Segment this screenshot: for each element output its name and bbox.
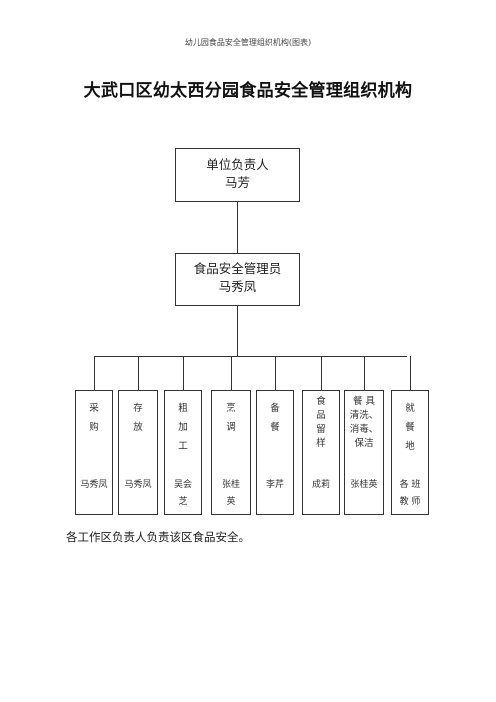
top-leader-box: 单位负责人 马芳 [175, 148, 300, 202]
top-leader-role: 单位负责人 [206, 157, 269, 172]
connector-department-8 [410, 356, 411, 390]
connector-department-3 [183, 356, 184, 390]
department-role: 备 餐 [270, 403, 280, 433]
connector-department-6 [321, 356, 322, 390]
connector-department-2 [138, 356, 139, 390]
manager-box: 食品安全管理员 马秀凤 [175, 253, 300, 306]
department-box-3: 粗 加 工吴会 芝 [164, 390, 202, 515]
connector-department-7 [364, 356, 365, 390]
manager-role: 食品安全管理员 [193, 261, 282, 276]
connector-department-4 [231, 356, 232, 390]
department-person: 吴会 芝 [173, 480, 192, 507]
department-box-7: 餐 具 清洗、 消毒、 保洁张桂英 [344, 390, 384, 515]
department-person: 成莉 [311, 480, 330, 490]
department-role: 就 餐 地 [405, 403, 415, 452]
department-person: 各 班 教 师 [399, 480, 421, 507]
connector-manager-to-bus [237, 306, 238, 356]
connector-top-to-manager [237, 202, 238, 253]
horizontal-bus-line [94, 356, 407, 357]
department-box-4: 烹 调张桂 英 [211, 390, 251, 515]
department-person: 李芹 [265, 480, 284, 490]
department-person: 张桂英 [350, 480, 378, 490]
department-box-8: 就 餐 地各 班 教 师 [391, 390, 429, 515]
department-person: 张桂 英 [221, 480, 240, 507]
department-box-5: 备 餐李芹 [256, 390, 294, 515]
connector-department-1 [94, 356, 95, 390]
department-person: 马秀凤 [124, 480, 152, 490]
department-box-2: 存 放马秀凤 [118, 390, 158, 515]
page-header: 幼儿园食品安全管理组织机构(图表) [184, 38, 312, 47]
page-title: 大武口区幼太西分园食品安全管理组织机构 [83, 81, 413, 101]
department-role: 餐 具 清洗、 消毒、 保洁 [349, 396, 379, 449]
top-leader-person: 马芳 [224, 175, 250, 190]
department-person: 马秀凤 [80, 480, 108, 490]
department-role: 烹 调 [226, 403, 236, 433]
department-box-6: 食 品 留 样成莉 [302, 390, 340, 515]
connector-department-5 [275, 356, 276, 390]
manager-person: 马秀凤 [218, 279, 257, 294]
department-role: 食 品 留 样 [316, 396, 326, 449]
department-role: 采 购 [89, 403, 99, 433]
department-role: 粗 加 工 [178, 403, 188, 452]
footer-note: 各工作区负责人负责该区食品安全。 [66, 530, 250, 544]
department-role: 存 放 [133, 403, 143, 433]
department-box-1: 采 购马秀凤 [75, 390, 113, 515]
